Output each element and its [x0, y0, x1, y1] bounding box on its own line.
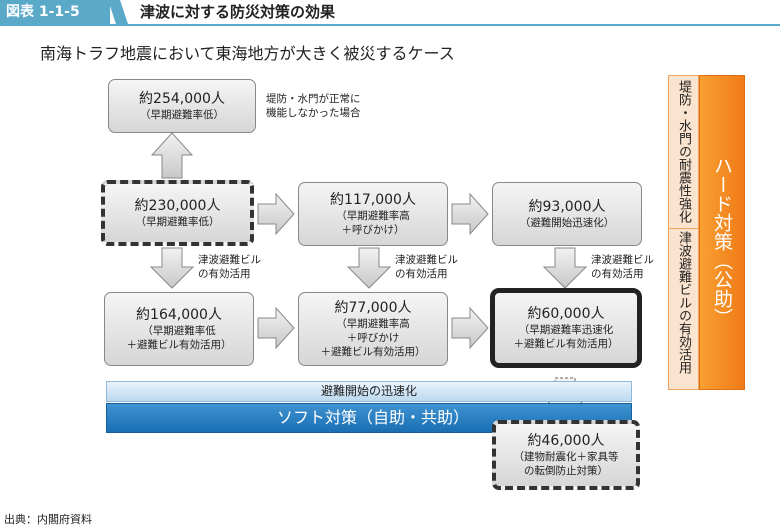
- box-description: ＋呼びかけ）: [341, 224, 405, 236]
- figure-title: 津波に対する防災対策の効果: [140, 3, 336, 21]
- box-value: 約164,000人: [136, 307, 222, 323]
- header-rule: [0, 24, 780, 26]
- box-description: （早期避難率高: [336, 318, 410, 330]
- box-early-evac-call: 約117,000人 （早期避難率高 ＋呼びかけ）: [298, 182, 448, 246]
- evac-speedup-bar: 避難開始の迅速化: [106, 381, 632, 402]
- note-line: 機能しなかった場合: [266, 107, 361, 119]
- box-description: ＋避難ビル有効活用）: [320, 346, 426, 358]
- box-description: （避難開始迅速化）: [519, 217, 615, 229]
- evac-building-note-2: 津波避難ビル の有効活用: [395, 253, 458, 281]
- source-note: 出典：内閣府資料: [4, 513, 92, 526]
- note-line: の有効活用: [591, 268, 644, 280]
- box-value: 約93,000人: [528, 199, 606, 215]
- hard-measures-label: ハード対策（公助）: [711, 156, 733, 327]
- box-value: 約254,000人: [139, 91, 225, 107]
- box-value: 約77,000人: [334, 300, 412, 316]
- box-quick-building: 約60,000人 （早期避難率迅速化 ＋避難ビル有効活用）: [490, 288, 642, 368]
- up-arrow: [150, 132, 194, 179]
- note-line: 津波避難ビル: [591, 254, 654, 266]
- hard-measures-detail-column: 堤防・水門の耐震性強化 津波避難ビルの有効活用: [668, 75, 699, 390]
- evac-building-note-3: 津波避難ビル の有効活用: [591, 253, 654, 281]
- box-value: 約60,000人: [527, 306, 605, 322]
- box-value: 約117,000人: [330, 192, 416, 208]
- evac-building-label: 津波避難ビルの有効活用: [676, 231, 691, 374]
- figure-header: 図表 1-1-5 津波に対する防災対策の効果: [0, 0, 780, 26]
- note-line: の有効活用: [198, 268, 251, 280]
- note-line: 堤防・水門が正常に: [266, 93, 361, 105]
- down-arrow-3: [542, 247, 588, 289]
- box-seismic-furniture: 約46,000人 （建物耐震化＋家具等 の転倒防止対策）: [492, 420, 640, 490]
- right-arrow-r2-2: [451, 306, 489, 350]
- note-line: 津波避難ビル: [395, 254, 458, 266]
- box-description: ＋避難ビル有効活用）: [126, 339, 232, 351]
- right-arrow-r2-1: [257, 306, 295, 350]
- box-description: の転倒防止対策）: [524, 465, 608, 477]
- figure-label: 図表 1-1-5: [0, 0, 110, 24]
- note-line: の有効活用: [395, 268, 448, 280]
- box-value: 約230,000人: [134, 198, 221, 214]
- down-arrow-2: [346, 247, 392, 289]
- box-description: （早期避難率迅速化: [518, 324, 614, 336]
- box-early-call-building: 約77,000人 （早期避難率高 ＋呼びかけ ＋避難ビル有効活用）: [298, 292, 448, 366]
- down-arrow-1: [149, 247, 195, 289]
- box-description: ＋避難ビル有効活用）: [513, 338, 619, 350]
- diagram-subtitle: 南海トラフ地震において東海地方が大きく被災するケース: [40, 44, 455, 63]
- evac-building-note-1: 津波避難ビル の有効活用: [198, 253, 261, 281]
- box-description: （建物耐震化＋家具等: [513, 451, 619, 463]
- note-line: 津波避難ビル: [198, 254, 261, 266]
- right-arrow-r1-2: [451, 192, 489, 236]
- box-description: ＋呼びかけ: [346, 332, 400, 344]
- box-description: （早期避難率高: [336, 210, 410, 222]
- box-value: 約46,000人: [527, 433, 605, 449]
- box-no-levee: 約254,000人 （早期避難率低）: [108, 79, 256, 133]
- box-description: （早期避難率低）: [140, 109, 224, 121]
- levee-seismic-label: 堤防・水門の耐震性強化: [676, 80, 691, 223]
- right-arrow-r1-1: [257, 192, 295, 236]
- box-evac-building: 約164,000人 （早期避難率低 ＋避難ビル有効活用）: [104, 292, 254, 366]
- box-description: （早期避難率低: [142, 325, 216, 337]
- no-levee-note: 堤防・水門が正常に 機能しなかった場合: [266, 92, 361, 120]
- box-quick-evac: 約93,000人 （避難開始迅速化）: [492, 182, 642, 246]
- header-slant-decoration: [108, 0, 128, 24]
- box-baseline: 約230,000人 （早期避難率低）: [101, 180, 254, 246]
- box-description: （早期避難率低）: [135, 216, 220, 228]
- hard-measures-column: ハード対策（公助）: [699, 75, 745, 390]
- side-divider: [668, 228, 699, 229]
